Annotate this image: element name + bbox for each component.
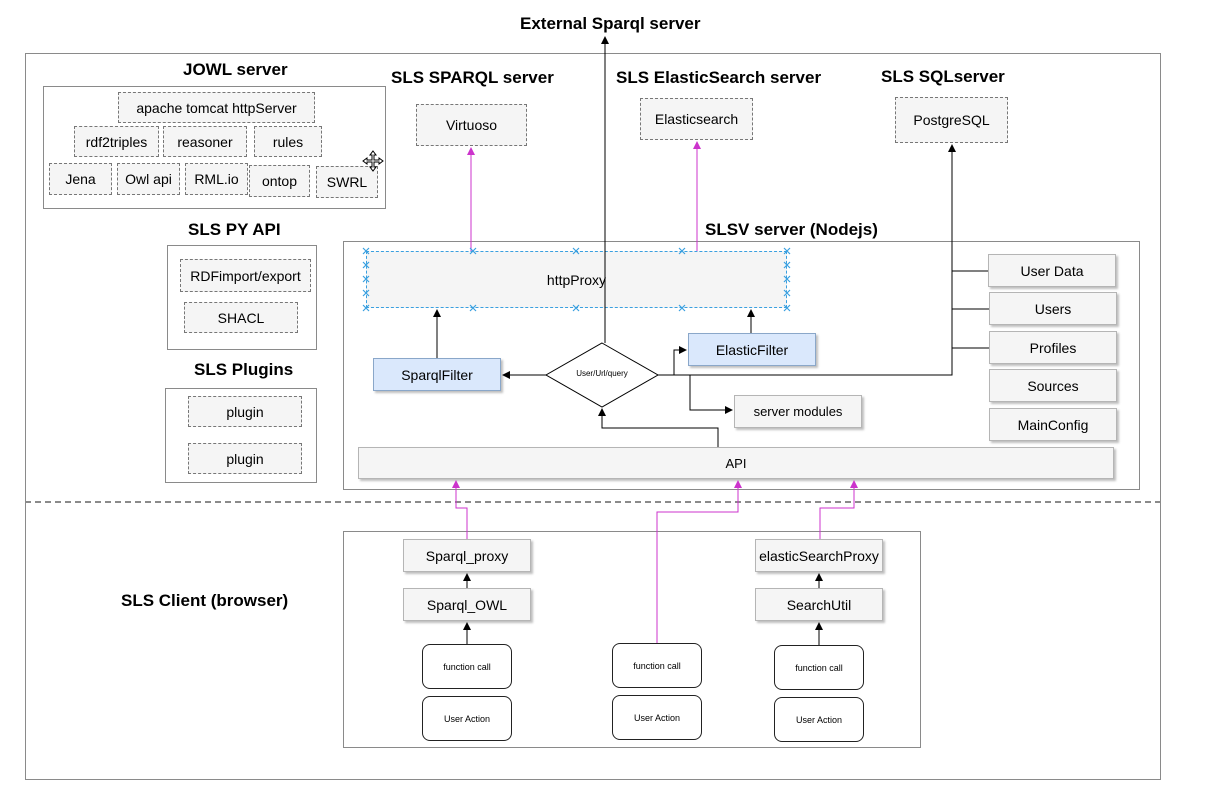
user-action-box-2: User Action <box>612 695 702 740</box>
elastic-server-title: SLS ElasticSearch server <box>616 68 822 87</box>
jowl-item-owl-api: Owl api <box>117 163 180 195</box>
elasticsearch-box: Elasticsearch <box>640 98 753 140</box>
jowl-item-reasoner: reasoner <box>163 126 247 157</box>
function-call-box-3: function call <box>774 645 864 690</box>
sparql-filter-box: SparqlFilter <box>373 358 501 391</box>
rdfimport-box: RDFimport/export <box>180 259 311 292</box>
http-proxy-box[interactable]: httpProxy <box>366 251 787 308</box>
client-title: SLS Client (browser) <box>121 591 289 610</box>
jowl-item-swrl: SWRL <box>316 166 378 198</box>
elastic-filter-box: ElasticFilter <box>688 333 816 366</box>
jowl-item-rdf2triples: rdf2triples <box>74 126 159 157</box>
jowl-item-rules: rules <box>254 126 322 157</box>
jowl-item-tomcat: apache tomcat httpServer <box>118 92 315 123</box>
function-call-box-1: function call <box>422 644 512 689</box>
sparql-owl-box: Sparql_OWL <box>403 588 531 621</box>
user-action-box-1: User Action <box>422 696 512 741</box>
elastic-search-proxy-box: elasticSearchProxy <box>755 539 883 572</box>
jowl-item-rml: RML.io <box>185 163 248 195</box>
api-box: API <box>358 447 1114 479</box>
plugin-box-1: plugin <box>188 396 302 427</box>
function-call-box-2: function call <box>612 643 702 688</box>
py-api-title: SLS PY API <box>188 220 281 239</box>
config-users: Users <box>989 292 1117 325</box>
search-util-box: SearchUtil <box>755 588 883 621</box>
jowl-item-ontop: ontop <box>249 165 310 197</box>
user-action-box-3: User Action <box>774 697 864 742</box>
jowl-server-title: JOWL server <box>183 60 288 79</box>
jowl-item-jena: Jena <box>49 163 112 195</box>
sparql-proxy-box: Sparql_proxy <box>403 539 531 572</box>
config-sources: Sources <box>989 369 1117 402</box>
server-modules-box: server modules <box>734 395 862 428</box>
postgresql-box: PostgreSQL <box>895 97 1008 143</box>
shacl-box: SHACL <box>184 302 298 333</box>
client-server-separator <box>25 501 1161 503</box>
external-sparql-title: External Sparql server <box>520 14 701 33</box>
decision-label: User/Url/query <box>576 369 628 378</box>
virtuoso-box: Virtuoso <box>416 104 527 146</box>
config-profiles: Profiles <box>989 331 1117 364</box>
sql-server-title: SLS SQLserver <box>881 67 1005 86</box>
config-user-data: User Data <box>988 254 1116 287</box>
move-cursor-icon <box>362 150 384 172</box>
sparql-server-title: SLS SPARQL server <box>391 68 554 87</box>
plugin-box-2: plugin <box>188 443 302 474</box>
config-main-config: MainConfig <box>989 408 1117 441</box>
plugins-title: SLS Plugins <box>194 360 294 379</box>
slsv-server-title: SLSV server (Nodejs) <box>705 220 878 239</box>
